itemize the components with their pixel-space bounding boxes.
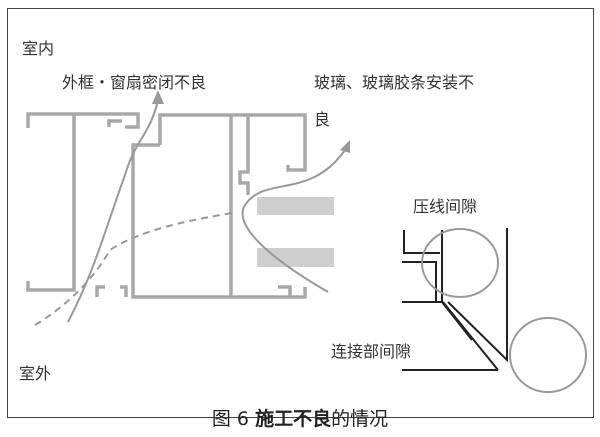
outdoor-label: 室外 <box>19 364 52 383</box>
joint-detail <box>402 228 508 371</box>
frame-sash-seal-label: 外框・窗扇密闭不良 <box>62 73 207 92</box>
figure-number: 图 6 <box>211 408 250 430</box>
glass-pane <box>257 197 334 267</box>
glass-install-label-line1: 玻璃、玻璃胶条安装不 <box>314 73 475 92</box>
arrow-head-icon <box>152 90 164 104</box>
leak-paths <box>34 90 350 326</box>
figure-caption: 图 6 施工不良的情况 <box>0 404 600 431</box>
indoor-label: 室内 <box>22 39 55 58</box>
diagram-frame <box>7 8 594 418</box>
caption-title-rest: 的情况 <box>331 408 389 430</box>
joint-gap-label: 连接部间隙 <box>331 342 412 361</box>
glass-install-label-line2: 良 <box>314 110 331 129</box>
arrow-head-icon <box>340 140 350 153</box>
gap-highlight-circles <box>421 228 587 393</box>
frame-profile <box>26 112 140 292</box>
bead-gap-label: 压线间隙 <box>413 197 478 216</box>
sash-profile <box>95 113 307 299</box>
caption-title-bold: 施工不良 <box>255 408 332 430</box>
